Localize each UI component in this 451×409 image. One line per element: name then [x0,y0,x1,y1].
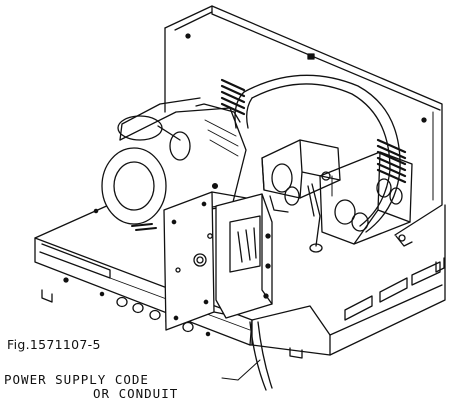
electric-motor [101,97,247,225]
figure-number: Fig.1571107-5 [7,337,101,352]
drive-belt [234,74,401,233]
callout-power-supply-line-1: POWER SUPPLY CODE [4,372,149,387]
control-box [163,191,259,331]
rear-panel [164,5,443,236]
power-cord [249,321,273,391]
rear-vent-slots [220,78,407,184]
callout-leader [221,359,261,381]
pump-assembly [261,139,413,253]
terminal-block [215,193,273,319]
callout-power-supply-line-2: OR CONDUIT [93,386,179,401]
